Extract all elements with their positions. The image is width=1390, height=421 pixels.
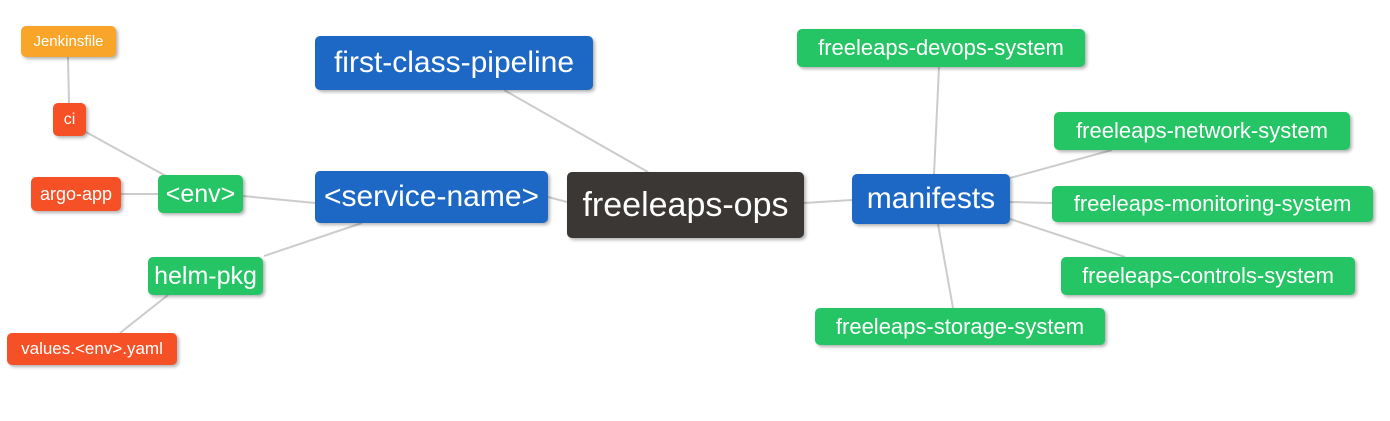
edge-ops-manifests: [803, 199, 853, 204]
edge-manifests-network-system: [1009, 149, 1113, 179]
node-argo-app[interactable]: argo-app: [31, 177, 121, 211]
edge-service-name-ops: [547, 196, 568, 203]
node-freeleaps-storage-system[interactable]: freeleaps-storage-system: [815, 308, 1105, 345]
edge-env-service-name: [242, 195, 316, 204]
edge-service-name-helm-pkg: [263, 222, 363, 257]
edge-manifests-devops-system: [933, 66, 940, 175]
node-freeleaps-ops[interactable]: freeleaps-ops: [567, 172, 804, 238]
node-env[interactable]: <env>: [158, 175, 243, 213]
edge-helm-pkg-values-env-yaml: [119, 294, 169, 334]
edge-manifests-controls-system: [1009, 218, 1126, 258]
node-first-class-pipeline[interactable]: first-class-pipeline: [315, 36, 593, 90]
node-service-name[interactable]: <service-name>: [315, 171, 548, 223]
node-jenkinsfile[interactable]: Jenkinsfile: [21, 26, 116, 57]
node-freeleaps-monitoring-system[interactable]: freeleaps-monitoring-system: [1052, 186, 1373, 222]
node-freeleaps-devops-system[interactable]: freeleaps-devops-system: [797, 29, 1085, 67]
edge-ci-env: [83, 130, 167, 177]
node-values-env-yaml[interactable]: values.<env>.yaml: [7, 333, 177, 365]
edge-first-class-pipeline-ops: [503, 89, 649, 173]
node-manifests[interactable]: manifests: [852, 174, 1010, 224]
node-ci[interactable]: ci: [53, 103, 86, 136]
edge-jenkinsfile-ci: [67, 56, 70, 104]
node-freeleaps-network-system[interactable]: freeleaps-network-system: [1054, 112, 1350, 150]
node-helm-pkg[interactable]: helm-pkg: [148, 257, 263, 295]
edge-manifests-monitoring-system: [1009, 201, 1053, 204]
edge-manifests-storage-system: [937, 223, 954, 309]
node-freeleaps-controls-system[interactable]: freeleaps-controls-system: [1061, 257, 1355, 295]
